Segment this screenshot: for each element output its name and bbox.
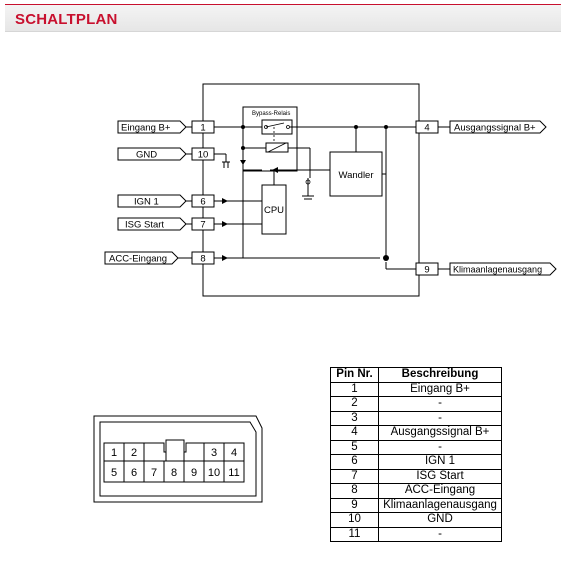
diode-relay — [272, 167, 278, 173]
connector-pin-2: 2 — [131, 447, 137, 459]
pin-num-6: 6 — [200, 197, 205, 208]
label-ign1: IGN 1 — [134, 197, 159, 208]
pin-num-7: 7 — [200, 220, 205, 231]
pin-description-cell: - — [378, 410, 502, 426]
connector-outer — [93, 415, 263, 503]
pin-number-cell: 4 — [330, 425, 379, 441]
label-isg: ISG Start — [125, 220, 164, 231]
label-gnd: GND — [136, 150, 157, 161]
cpu-label: CPU — [264, 205, 284, 216]
pin-num-8: 8 — [200, 254, 205, 265]
pin-number-cell: 5 — [330, 439, 379, 455]
pin-number-cell: 3 — [330, 410, 379, 426]
label-shape-gnd — [117, 147, 187, 161]
table-row: 3- — [330, 410, 502, 426]
connector-pin-8: 8 — [171, 467, 177, 479]
label-shape-eingang — [117, 120, 187, 134]
connector-pin-7: 7 — [151, 467, 157, 479]
pin-description-cell: Klimaanlagenausgang — [378, 497, 502, 513]
pin-num-1: 1 — [200, 123, 205, 134]
label-ausgang: Ausgangssignal B+ — [454, 123, 536, 134]
table-row: 11- — [330, 526, 502, 542]
label-shape-acc — [104, 251, 179, 265]
connector-pin-10: 10 — [208, 467, 220, 479]
pin-description-cell: GND — [378, 512, 502, 528]
junction-dot — [384, 125, 388, 129]
junction-dot — [241, 125, 245, 129]
pin-number-cell: 9 — [330, 497, 379, 513]
connector-pin-6: 6 — [131, 467, 137, 479]
pin-number-cell: 6 — [330, 454, 379, 470]
pin-num-4: 4 — [424, 123, 429, 134]
relay-label: Bypass-Relais — [252, 111, 290, 117]
diode-ign1 — [222, 198, 228, 204]
diode-isg — [222, 221, 228, 227]
pin-description-cell: Ausgangssignal B+ — [378, 425, 502, 441]
pin-description-cell: Eingang B+ — [378, 381, 502, 397]
label-shape-isg — [117, 217, 187, 231]
section-header: SCHALTPLAN — [5, 4, 561, 32]
label-acc: ACC-Eingang — [109, 254, 167, 265]
connector-pin-5: 5 — [111, 467, 117, 479]
pin-description-cell: ISG Start — [378, 468, 502, 484]
label-eingang: Eingang B+ — [121, 123, 171, 134]
connector-pin-4: 4 — [231, 447, 237, 459]
transistor-dot — [383, 255, 389, 261]
pin-num-10: 10 — [198, 150, 209, 161]
junction-dot — [354, 125, 358, 129]
section-title: SCHALTPLAN — [15, 11, 118, 28]
diode-acc — [222, 255, 228, 261]
connector-pin-1: 1 — [111, 447, 117, 459]
label-klima: Klimaanlagenausgang — [453, 265, 542, 275]
header-desc: Beschreibung — [378, 367, 502, 383]
connector-pin-3: 3 — [211, 447, 217, 459]
label-shape-klima — [449, 262, 557, 276]
diode-bus — [240, 160, 246, 165]
table-row: 5- — [330, 439, 502, 455]
pin-description-cell: - — [378, 439, 502, 455]
connector-pin-11: 11 — [228, 467, 239, 479]
pin-number-cell: 10 — [330, 512, 379, 528]
pin-number-cell: 8 — [330, 483, 379, 499]
module-box — [202, 83, 420, 297]
label-shape-ausgang — [449, 120, 547, 134]
header-pin: Pin Nr. — [330, 367, 379, 383]
pin-number-cell: 1 — [330, 381, 379, 397]
wandler-label: Wandler — [338, 170, 373, 181]
connector-inner — [99, 421, 257, 497]
connector-pin-9: 9 — [191, 467, 197, 479]
pin-number-cell: 2 — [330, 396, 379, 412]
label-shape-ign1 — [117, 194, 187, 208]
pin-number-cell: 11 — [330, 526, 379, 542]
pin-description-cell: - — [378, 396, 502, 412]
pin-description-cell: - — [378, 526, 502, 542]
pin-description-cell: IGN 1 — [378, 454, 502, 470]
table-row: 2- — [330, 396, 502, 412]
pin-description-cell: ACC-Eingang — [378, 483, 502, 499]
pin-table-header: Pin Nr. Beschreibung — [330, 367, 502, 383]
pin-num-9: 9 — [424, 265, 429, 276]
pin-number-cell: 7 — [330, 468, 379, 484]
junction-dot — [241, 146, 245, 150]
